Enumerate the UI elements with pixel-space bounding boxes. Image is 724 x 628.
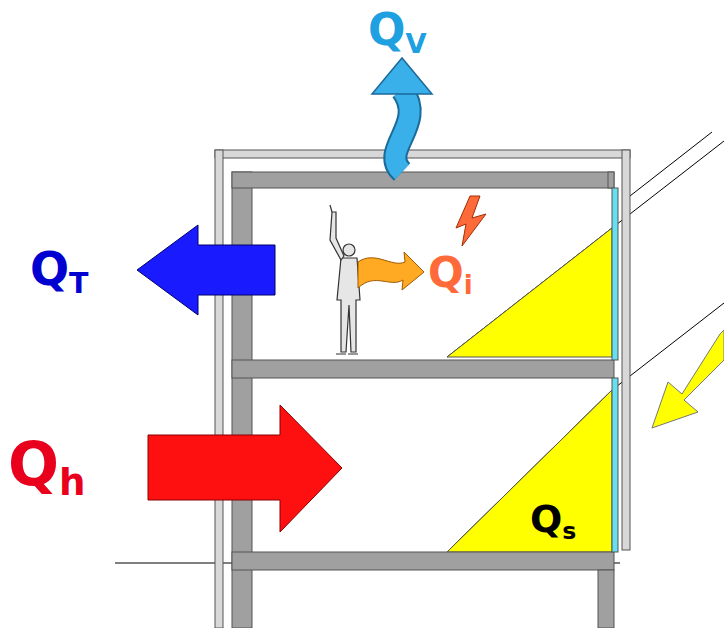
symbol-letter: Q: [368, 4, 405, 55]
symbol-subscript: h: [59, 460, 85, 504]
glazing: [612, 378, 618, 552]
internal-gain-arrow: [358, 252, 424, 290]
flow-symbol: Qh: [8, 434, 86, 494]
symbol-letter: Q: [530, 497, 562, 541]
symbol-subscript: s: [562, 517, 576, 545]
symbol-letter: Q: [8, 429, 59, 499]
person: [330, 205, 360, 354]
flow-symbol: QV: [368, 8, 427, 52]
glazing: [612, 188, 618, 360]
symbol-letter: Q: [30, 242, 69, 296]
sun-rays: [447, 132, 724, 552]
symbol-letter: Q: [428, 248, 464, 297]
flow-symbol: Qi: [428, 252, 473, 294]
structure: [215, 150, 630, 628]
lightning-bolt: [456, 196, 486, 246]
symbol-subscript: i: [464, 270, 473, 300]
sun-patch: [447, 228, 612, 357]
symbol-subscript: V: [405, 28, 426, 59]
heating-arrow: [148, 405, 342, 532]
flow-symbol: QT: [30, 246, 89, 292]
symbol-subscript: T: [69, 267, 88, 300]
sun-patch: [447, 390, 612, 552]
flow-symbol: Qs: [530, 500, 576, 538]
transmission-arrow: [137, 225, 275, 315]
sun-arrow: [652, 330, 724, 428]
ventilation-arrow: [372, 58, 432, 172]
